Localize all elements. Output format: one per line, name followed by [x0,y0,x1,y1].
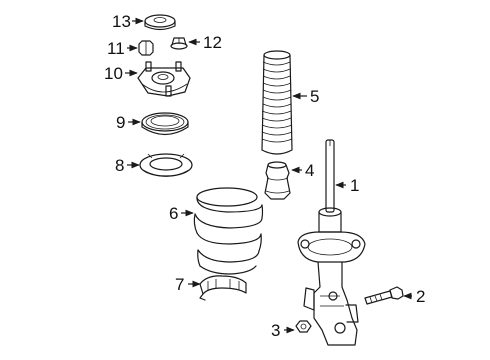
callout-2-number: 2 [416,287,425,306]
lower-spring-insulator-part [199,275,247,301]
callout-12-number: 12 [203,33,222,52]
callout-5: 5 [292,87,319,106]
strut-mount-part [137,61,191,97]
bearing-part [141,112,189,136]
callout-11-number: 11 [107,39,125,58]
callout-11: 11 [107,39,138,58]
callout-2: 2 [403,287,425,306]
callout-9-number: 9 [116,113,125,132]
callout-5-number: 5 [310,87,319,106]
callout-3-number: 3 [271,321,280,340]
callout-9: 9 [116,113,141,132]
callout-3: 3 [271,321,295,340]
dust-boot-part [261,50,293,155]
callout-7-number: 7 [175,275,184,294]
coil-spring-part [193,187,264,275]
callout-10: 10 [104,64,138,83]
callout-8-number: 8 [115,156,124,175]
callout-12: 12 [188,33,222,52]
callout-4-number: 4 [305,161,314,180]
callout-1-number: 1 [350,176,359,195]
callout-1: 1 [335,176,359,195]
dust-cap-part [144,14,176,31]
callout-8: 8 [115,156,140,175]
callout-13-number: 13 [112,12,131,31]
callout-6-number: 6 [169,204,178,223]
upper-spring-insulator-part [139,153,193,177]
flange-nut-part [170,37,188,50]
bump-stop-part [264,161,291,200]
nut-part [295,320,312,333]
bolt-part [364,286,404,305]
callout-13: 13 [112,12,144,31]
callout-6: 6 [169,204,194,223]
mount-nut-part [138,40,154,56]
callout-7: 7 [175,275,201,294]
callout-10-number: 10 [104,64,123,83]
callout-4: 4 [291,161,314,180]
strut-assembly-part [297,139,366,346]
